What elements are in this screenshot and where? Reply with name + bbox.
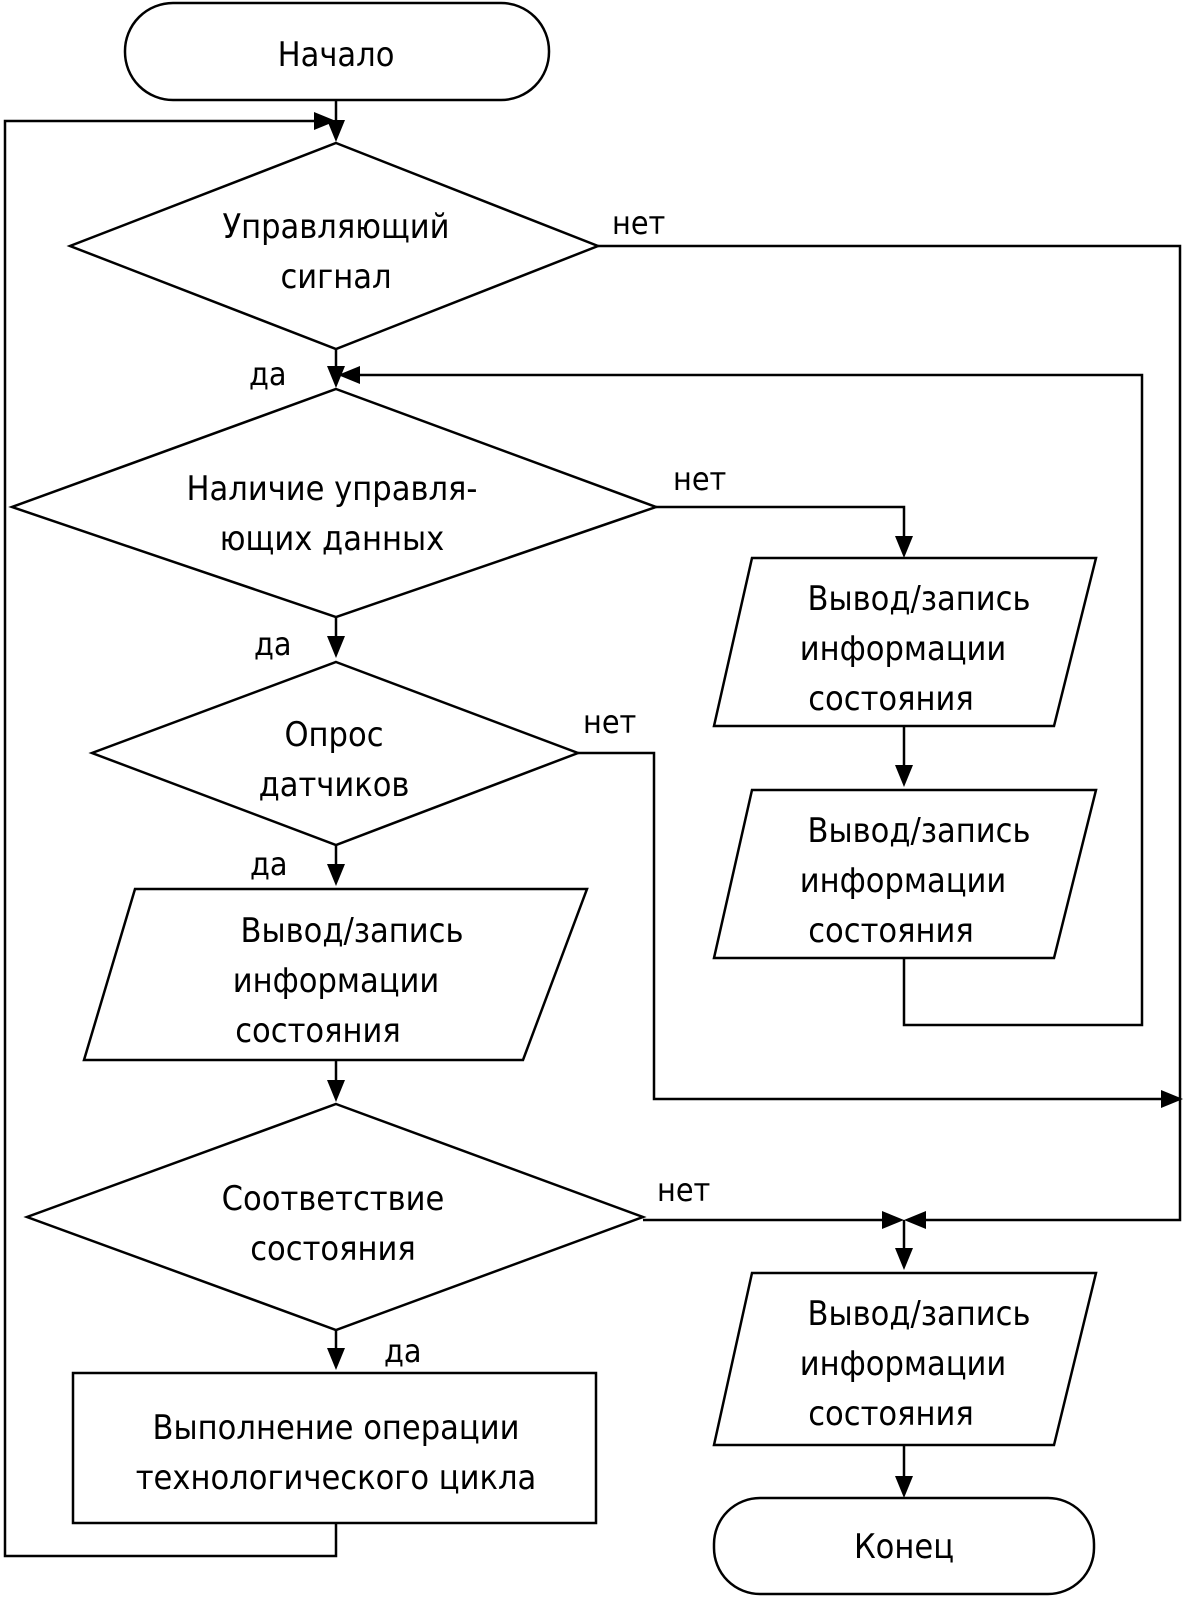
decision-control-signal — [66, 141, 602, 351]
arrow-down-io-bottom — [895, 1248, 913, 1270]
process-operation-line2: технологического цикла — [136, 1458, 537, 1498]
process-operation-line1: Выполнение операции — [153, 1408, 520, 1448]
io-state-info-right-1 — [712, 556, 1098, 728]
connectors — [3, 100, 1182, 1558]
arrow-left-merge — [904, 1211, 926, 1229]
arrow-right-loop — [314, 112, 336, 130]
io-right-3-line2: информации — [800, 1344, 1007, 1384]
connector-io2-loop — [356, 373, 1144, 1027]
io-right-2-line3: состояния — [808, 911, 974, 951]
start-terminal — [123, 1, 551, 102]
arrow-down-d4 — [327, 1080, 345, 1102]
decision-state-match — [23, 1102, 647, 1332]
connector-d2-no — [656, 505, 906, 540]
arrow-left-loop — [338, 366, 360, 384]
arrow-down-d3 — [327, 636, 345, 658]
io-left-line2: информации — [233, 961, 440, 1001]
decision-control-data-line2: ющих данных — [220, 519, 444, 559]
arrow-down-io1 — [895, 536, 913, 558]
decision-control-data — [8, 387, 660, 619]
connector-loop-back — [3, 119, 338, 1558]
io-right-3-line1: Вывод/запись — [807, 1294, 1030, 1334]
decision-control-data-line1: Наличие управля- — [187, 469, 478, 509]
decision-sensors — [88, 660, 582, 847]
arrow-down-io2 — [895, 765, 913, 787]
d3-no-label: нет — [583, 703, 636, 741]
d3-yes-label: да — [250, 845, 288, 883]
io-left-line3: состояния — [235, 1011, 401, 1051]
d4-yes-label: да — [384, 1332, 422, 1370]
io-right-2-line1: Вывод/запись — [807, 811, 1030, 851]
io-right-1-line1: Вывод/запись — [807, 579, 1030, 619]
connector-d3-no — [578, 751, 1165, 1101]
arrow-down-d1 — [327, 120, 345, 142]
arrowheads — [314, 112, 1183, 1498]
decision-control-signal-line2: сигнал — [280, 257, 391, 297]
d2-no-label: нет — [673, 460, 726, 498]
decision-sensors-line1: Опрос — [284, 715, 383, 755]
d4-no-label: нет — [657, 1171, 710, 1209]
decision-sensors-line2: датчиков — [259, 765, 410, 805]
start-label: Начало — [278, 35, 395, 75]
io-state-info-right-3 — [712, 1271, 1098, 1447]
arrow-down-end — [895, 1476, 913, 1498]
io-right-2-line2: информации — [800, 861, 1007, 901]
io-right-1-line2: информации — [800, 629, 1007, 669]
d2-yes-label: да — [254, 625, 292, 663]
decision-state-match-line2: состояния — [250, 1229, 416, 1269]
io-left-line1: Вывод/запись — [240, 911, 463, 951]
d1-yes-label: да — [249, 355, 287, 393]
end-terminal — [712, 1496, 1096, 1596]
process-operation — [71, 1371, 598, 1525]
io-right-3-line3: состояния — [808, 1394, 974, 1434]
end-label: Конец — [854, 1527, 954, 1567]
io-right-1-line3: состояния — [808, 679, 974, 719]
connector-d1-no — [598, 244, 1182, 1222]
arrow-right-merge — [882, 1211, 904, 1229]
d1-no-label: нет — [612, 204, 665, 242]
arrow-down-io-left — [327, 864, 345, 886]
io-state-info-right-2 — [712, 788, 1098, 960]
decision-state-match-line1: Соответствие — [222, 1179, 445, 1219]
arrow-down-d2 — [327, 366, 345, 388]
decision-control-signal-line1: Управляющий — [222, 207, 449, 247]
arrow-right-edge — [1161, 1090, 1183, 1108]
arrow-down-process — [327, 1348, 345, 1370]
io-state-info-left — [82, 887, 589, 1062]
